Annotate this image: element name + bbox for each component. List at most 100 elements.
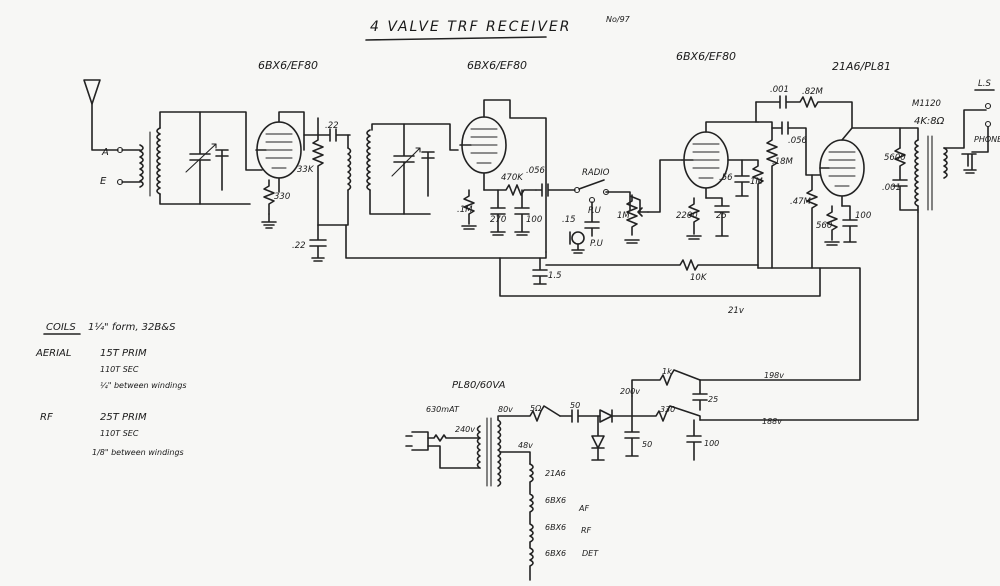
label-output-transformer: M1120 bbox=[912, 99, 941, 109]
label-sec-hv: 80v bbox=[498, 405, 513, 414]
label-mains-voltage: 240v bbox=[455, 425, 475, 434]
tube-label-v4: 21A6/PL81 bbox=[832, 60, 891, 73]
valve-v1 bbox=[255, 121, 302, 179]
v3-grid-lead bbox=[647, 159, 683, 213]
label-power-transformer: PL80/60VA bbox=[452, 380, 506, 391]
ground-v1 bbox=[261, 213, 277, 229]
label-fuse: 630mAT bbox=[426, 405, 460, 414]
rf-choke-1 bbox=[317, 134, 352, 226]
tube-label-v2: 6BX6/EF80 bbox=[467, 59, 527, 72]
rectifier-diodes bbox=[591, 409, 633, 461]
sheet-number: No/97 bbox=[606, 15, 631, 24]
resistor-v3-screen bbox=[741, 159, 764, 269]
label-v2-plate-r: 470K bbox=[501, 173, 524, 183]
capacitor-filter-mid bbox=[686, 419, 702, 461]
label-v-mid: 188v bbox=[762, 417, 782, 426]
tube-label-v1: 6BX6/EF80 bbox=[258, 59, 318, 72]
label-v1-screen-r: 33K bbox=[297, 165, 315, 175]
label-filter-c-top: 25 bbox=[708, 395, 718, 404]
label-filter-c1: 50 bbox=[642, 440, 652, 449]
aerial-coil bbox=[139, 111, 263, 205]
coils-form: 1¼" form, 32B&S bbox=[88, 321, 176, 333]
label-switch-radio: RADIO bbox=[582, 168, 610, 178]
resistor-v4-cathode bbox=[824, 205, 840, 246]
resistor-v3-cathode bbox=[686, 197, 702, 240]
antenna-symbol bbox=[83, 79, 119, 151]
label-heater-v: 48v bbox=[518, 441, 533, 450]
schematic-title: 4 VALVE TRF RECEIVER bbox=[370, 19, 571, 35]
label-v-top: 198v bbox=[764, 371, 784, 380]
label-pu-socket: P.U bbox=[590, 239, 604, 249]
label-v3-v4-c: .056 bbox=[788, 136, 808, 146]
label-v4-grid-r: .47M bbox=[790, 197, 812, 207]
label-v3-cathode-c: 25 bbox=[716, 211, 727, 221]
terminal-label-e: E bbox=[100, 176, 107, 187]
label-v3-screen-c: .56 bbox=[719, 173, 733, 183]
v2-leads bbox=[483, 99, 547, 253]
capacitor-v2-bypass bbox=[514, 189, 530, 236]
coils-aerial-label: AERIAL bbox=[35, 348, 71, 359]
coils-rf-gap: 1/8" between windings bbox=[92, 448, 184, 457]
output-tone-network bbox=[892, 147, 919, 211]
capacitor-decouple bbox=[532, 257, 548, 285]
label-v2-coupling-c: .056 bbox=[526, 166, 546, 176]
label-tone-c: .001 bbox=[882, 183, 901, 193]
rail-198 bbox=[699, 267, 861, 381]
resistor-v2-grid bbox=[461, 189, 477, 230]
label-v2-cathode-c: 270 bbox=[490, 215, 506, 225]
coils-aerial-sec: 110T SEC bbox=[100, 365, 139, 374]
title-underline bbox=[365, 36, 547, 41]
label-decouple-r: 10K bbox=[690, 273, 708, 283]
capacitor-v1-plate bbox=[303, 128, 351, 142]
resistor-filter-mid bbox=[631, 405, 701, 422]
rail-heater-return bbox=[499, 257, 821, 297]
capacitor-v3-cathode bbox=[705, 197, 730, 237]
label-transformer-ratio: 4K:8Ω bbox=[914, 116, 945, 127]
label-v1-plate-c: .22 bbox=[325, 121, 339, 131]
capacitor-pu bbox=[584, 201, 600, 237]
capacitor-v2-coupling bbox=[535, 183, 576, 197]
capacitor-series bbox=[559, 409, 601, 423]
rail-v2-link bbox=[499, 251, 547, 259]
label-v2-grid-r: .1M bbox=[457, 205, 473, 215]
heater-role-3: RF bbox=[581, 526, 592, 535]
speaker-terminals[interactable] bbox=[943, 102, 992, 153]
valve-v4 bbox=[819, 139, 865, 197]
label-v4-cathode-c: 100 bbox=[855, 211, 871, 221]
power-transformer bbox=[476, 417, 502, 487]
mains-plug[interactable] bbox=[405, 431, 429, 451]
label-filter-c-mid: 100 bbox=[704, 439, 719, 448]
label-phones: PHONES bbox=[974, 135, 1000, 144]
v1-leads bbox=[278, 111, 305, 193]
label-tone-r: 5600 bbox=[884, 153, 906, 163]
label-filter-r-mid: 330 bbox=[660, 405, 675, 414]
output-transformer bbox=[899, 127, 948, 213]
heater-role-2: AF bbox=[578, 504, 589, 513]
coils-aerial-gap: ¼" between windings bbox=[100, 381, 187, 390]
radio-pu-switch[interactable] bbox=[573, 179, 610, 204]
label-series-c: 50 bbox=[570, 401, 580, 410]
resistor-v3-plate bbox=[757, 121, 778, 269]
coils-note: COILS 1¼" form, 32B&S AERIAL 15T PRIM 11… bbox=[35, 321, 187, 457]
label-feedback-c: .001 bbox=[770, 85, 789, 95]
label-v2-bypass-c: 100 bbox=[526, 215, 542, 225]
label-v3-cathode-r: 2200 bbox=[676, 211, 698, 221]
heater-tube-3: 6BX6 bbox=[545, 523, 566, 532]
label-v3-screen-r: 1M bbox=[750, 177, 763, 187]
volume-potentiometer[interactable] bbox=[624, 194, 649, 244]
resistor-filter-top bbox=[631, 369, 701, 397]
capacitor-filter-1 bbox=[624, 395, 640, 457]
heater-chain bbox=[529, 463, 534, 581]
terminal-label-a: A bbox=[101, 147, 109, 158]
label-filter-r-top: 1k bbox=[662, 367, 672, 376]
phones-jack[interactable] bbox=[961, 153, 977, 174]
mains-leads bbox=[427, 434, 481, 469]
label-pu-c: .15 bbox=[562, 215, 576, 225]
v3-leads bbox=[705, 121, 759, 199]
coils-heading: COILS bbox=[46, 322, 76, 333]
pu-socket[interactable] bbox=[569, 231, 585, 254]
capacitor-v4-cathode bbox=[841, 205, 858, 243]
label-volume-pot: 1M bbox=[617, 211, 630, 221]
